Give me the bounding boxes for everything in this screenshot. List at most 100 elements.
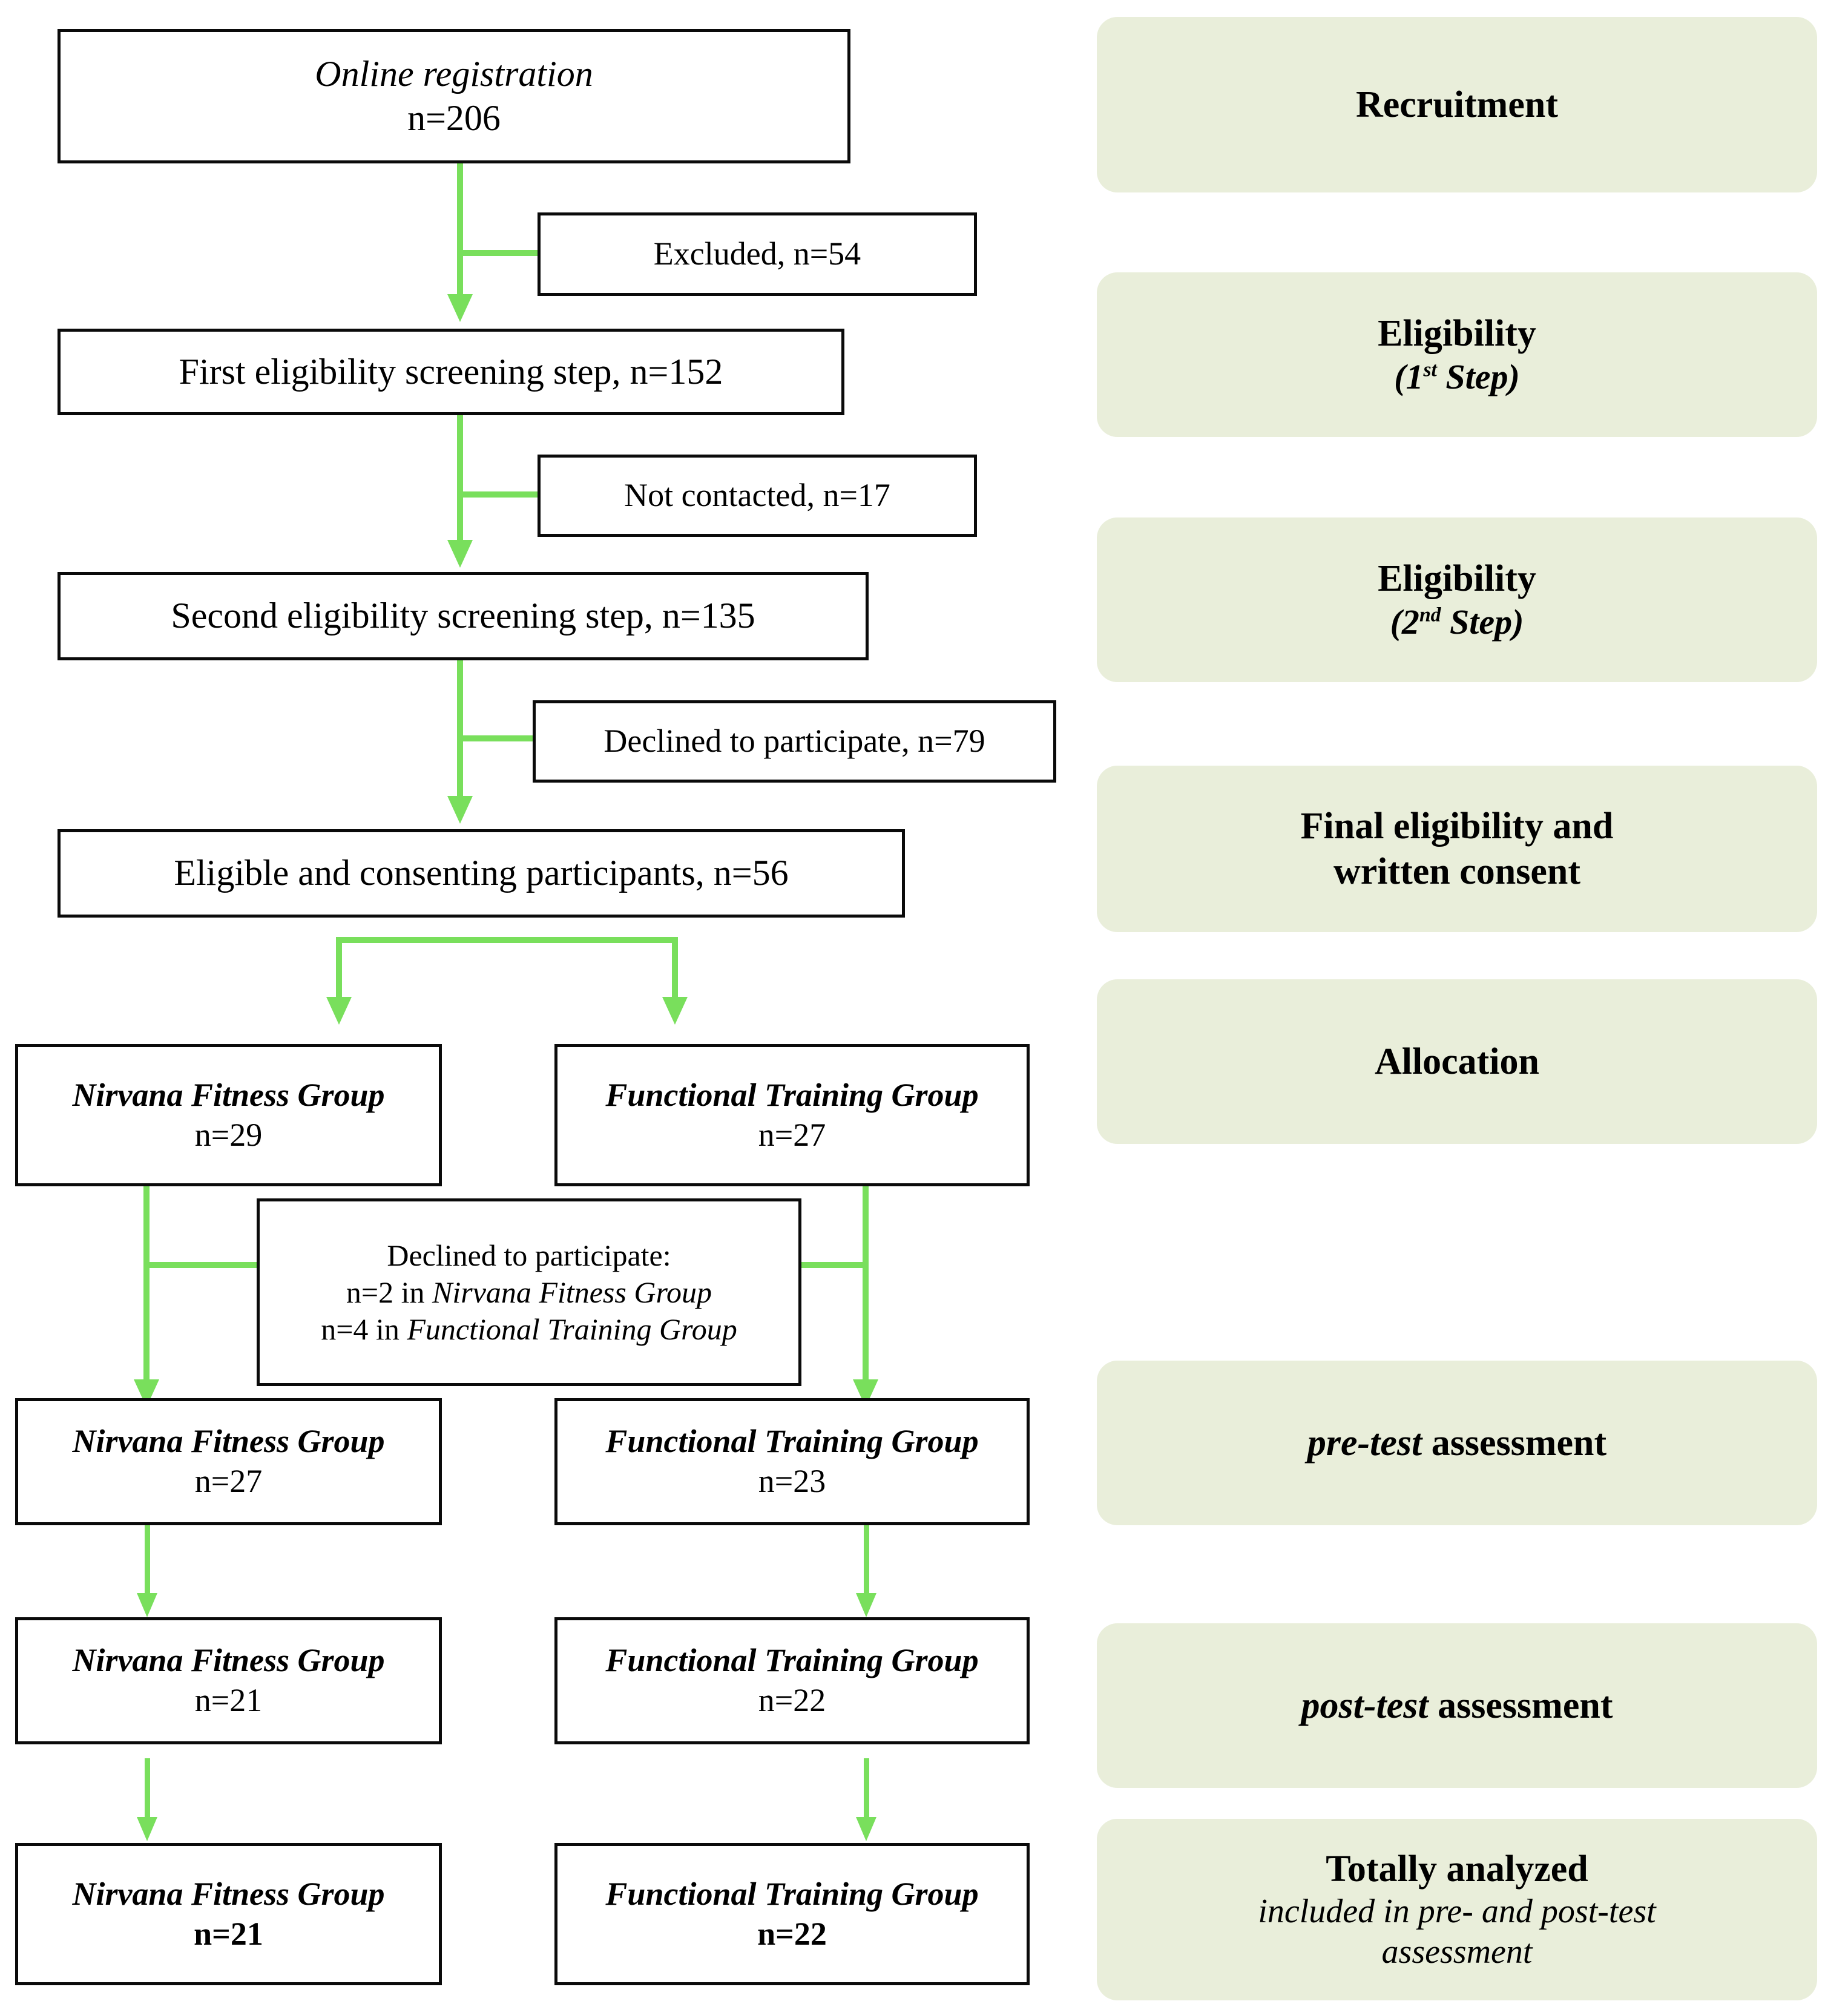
box-pretest-functional-line1: Functional Training Group — [605, 1423, 979, 1460]
box-posttest-functional: Functional Training Group n=22 — [554, 1617, 1030, 1744]
connector-nirvana-to-declined-groups — [146, 1262, 258, 1268]
box-analyzed-functional-line1: Functional Training Group — [605, 1875, 979, 1912]
box-alloc-nirvana-line1: Nirvana Fitness Group — [72, 1076, 385, 1113]
arrowhead-to-first-screening — [447, 294, 473, 322]
box-alloc-functional-line1: Functional Training Group — [605, 1076, 979, 1113]
connector-split-right-down — [672, 937, 678, 1000]
stage-label-pretest: pre-test assessment — [1097, 1361, 1817, 1525]
connector-second-eligible-down — [457, 660, 463, 800]
box-first-screening: First eligibility screening step, n=152 — [58, 329, 844, 415]
box-eligible-consenting-line1: Eligible and consenting participants, n=… — [174, 853, 789, 893]
eligibility-1-sub-pre: (1 — [1394, 357, 1424, 397]
box-declined-groups-line2: n=2 in Nirvana Fitness Group — [260, 1274, 798, 1311]
stage-label-posttest-rest: assessment — [1428, 1684, 1613, 1726]
box-analyzed-functional: Functional Training Group n=22 — [554, 1843, 1030, 1985]
stage-label-eligibility-1-sub: (1st Step) — [1109, 356, 1805, 398]
stage-label-final-eligibility: Final eligibility and written consent — [1097, 766, 1817, 932]
connector-to-excluded — [460, 250, 539, 256]
connector-alloc-functional-down — [863, 1186, 869, 1383]
arrowhead-to-alloc-nirvana — [326, 997, 352, 1025]
stage-label-allocation-text: Allocation — [1374, 1040, 1540, 1082]
connector-posttest-analyzed-nirvana — [145, 1758, 150, 1822]
box-pretest-nirvana-line2: n=27 — [194, 1463, 263, 1499]
box-not-contacted: Not contacted, n=17 — [538, 455, 977, 537]
box-online-registration-line2: n=206 — [407, 98, 501, 138]
box-posttest-functional-line1: Functional Training Group — [605, 1642, 979, 1679]
box-posttest-functional-line2: n=22 — [758, 1682, 826, 1718]
box-online-registration: Online registration n=206 — [58, 29, 850, 163]
box-analyzed-nirvana-line1: Nirvana Fitness Group — [72, 1875, 385, 1912]
box-pretest-functional-line2: n=23 — [758, 1463, 826, 1499]
eligibility-1-sub-post: Step) — [1436, 357, 1520, 397]
stage-label-allocation: Allocation — [1097, 979, 1817, 1144]
box-analyzed-nirvana: Nirvana Fitness Group n=21 — [15, 1843, 442, 1985]
stage-label-final-eligibility-line2: written consent — [1333, 850, 1581, 892]
box-declined-groups: Declined to participate: n=2 in Nirvana … — [257, 1198, 801, 1386]
connector-first-second-down — [457, 415, 463, 544]
connector-functional-to-declined-groups — [800, 1262, 867, 1268]
box-alloc-functional-line2: n=27 — [758, 1116, 826, 1153]
stage-label-posttest-emphasis: post-test — [1301, 1684, 1429, 1726]
declined-groups-line2-prefix: n=2 in — [346, 1275, 433, 1309]
stage-label-final-eligibility-line1: Final eligibility and — [1300, 806, 1614, 847]
eligibility-2-sub-ordinal: nd — [1419, 604, 1441, 627]
stage-label-totally-analyzed: Totally analyzed included in pre- and po… — [1097, 1819, 1817, 2000]
box-alloc-nirvana: Nirvana Fitness Group n=29 — [15, 1044, 442, 1186]
box-pretest-nirvana-line1: Nirvana Fitness Group — [72, 1423, 385, 1460]
stage-label-posttest-text: post-test assessment — [1109, 1683, 1805, 1728]
box-first-screening-line1: First eligibility screening step, n=152 — [179, 351, 723, 392]
box-declined-groups-line3: n=4 in Functional Training Group — [260, 1311, 798, 1348]
connector-alloc-nirvana-down — [143, 1186, 150, 1383]
stage-label-totally-analyzed-line3: assessment — [1381, 1933, 1533, 1971]
stage-label-eligibility-1-title: Eligibility — [1378, 313, 1536, 354]
stage-label-eligibility-1: Eligibility (1st Step) — [1097, 272, 1817, 437]
box-not-contacted-line1: Not contacted, n=17 — [624, 477, 890, 514]
box-analyzed-nirvana-line2: n=21 — [194, 1915, 263, 1952]
stage-label-pretest-emphasis: pre-test — [1307, 1422, 1422, 1464]
connector-pretest-posttest-functional — [864, 1525, 869, 1598]
box-posttest-nirvana-line1: Nirvana Fitness Group — [72, 1642, 385, 1679]
stage-label-pretest-text: pre-test assessment — [1109, 1421, 1805, 1465]
declined-groups-line2-group: Nirvana Fitness Group — [432, 1275, 712, 1309]
arrowhead-to-eligible — [447, 796, 473, 824]
stage-label-eligibility-2-title: Eligibility — [1378, 558, 1536, 599]
eligibility-2-sub-post: Step) — [1441, 602, 1524, 642]
arrowhead-to-analyzed-functional — [856, 1817, 876, 1841]
stage-label-recruitment-text: Recruitment — [1356, 84, 1558, 125]
eligibility-1-sub-ordinal: st — [1423, 359, 1437, 382]
box-eligible-consenting: Eligible and consenting participants, n=… — [58, 829, 905, 918]
arrowhead-to-alloc-functional — [662, 997, 688, 1025]
connector-pretest-posttest-nirvana — [145, 1525, 150, 1598]
box-posttest-nirvana-line2: n=21 — [194, 1682, 263, 1718]
box-second-screening-line1: Second eligibility screening step, n=135 — [171, 596, 755, 636]
stage-label-totally-analyzed-title: Totally analyzed — [1326, 1848, 1588, 1890]
box-alloc-functional: Functional Training Group n=27 — [554, 1044, 1030, 1186]
arrowhead-to-posttest-nirvana — [137, 1593, 157, 1617]
arrowhead-to-analyzed-nirvana — [137, 1817, 157, 1841]
box-pretest-nirvana: Nirvana Fitness Group n=27 — [15, 1398, 442, 1525]
stage-label-eligibility-2: Eligibility (2nd Step) — [1097, 517, 1817, 682]
stage-label-totally-analyzed-line2: included in pre- and post-test — [1258, 1893, 1656, 1930]
declined-groups-line3-prefix: n=4 in — [321, 1312, 407, 1346]
connector-posttest-analyzed-functional — [864, 1758, 869, 1822]
box-declined-groups-line1: Declined to participate: — [387, 1238, 671, 1272]
box-analyzed-functional-line2: n=22 — [757, 1915, 827, 1952]
stage-label-eligibility-2-sub: (2nd Step) — [1109, 601, 1805, 643]
stage-label-pretest-rest: assessment — [1422, 1422, 1607, 1464]
box-second-screening: Second eligibility screening step, n=135 — [58, 572, 869, 660]
arrowhead-to-posttest-functional — [856, 1593, 876, 1617]
declined-groups-line3-group: Functional Training Group — [407, 1312, 737, 1346]
box-pretest-functional: Functional Training Group n=23 — [554, 1398, 1030, 1525]
box-declined-79: Declined to participate, n=79 — [533, 700, 1056, 783]
connector-split-horizontal — [336, 937, 678, 943]
box-excluded: Excluded, n=54 — [538, 212, 977, 296]
box-excluded-line1: Excluded, n=54 — [653, 235, 861, 272]
stage-label-posttest: post-test assessment — [1097, 1623, 1817, 1788]
arrowhead-to-second-screening — [447, 540, 473, 568]
stage-label-recruitment: Recruitment — [1097, 17, 1817, 192]
box-alloc-nirvana-line2: n=29 — [194, 1116, 263, 1153]
connector-to-declined79 — [460, 735, 538, 741]
box-posttest-nirvana: Nirvana Fitness Group n=21 — [15, 1617, 442, 1744]
connector-to-not-contacted — [460, 491, 539, 498]
